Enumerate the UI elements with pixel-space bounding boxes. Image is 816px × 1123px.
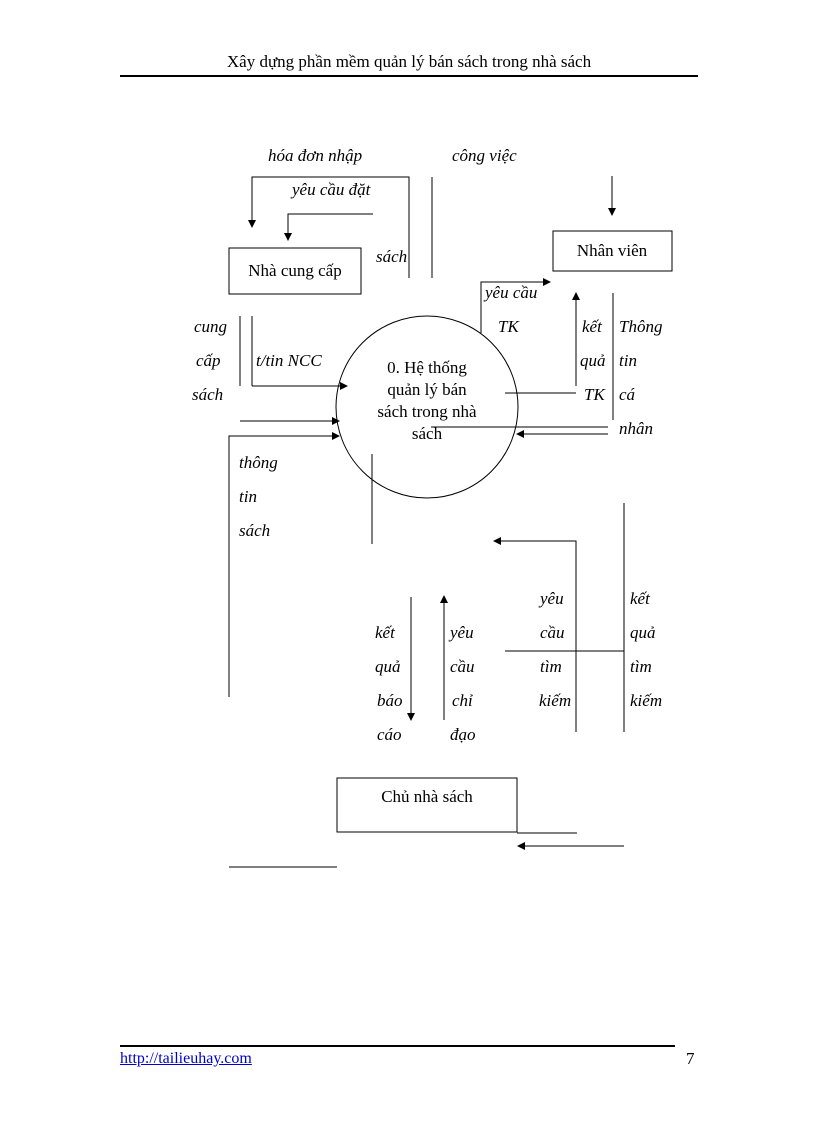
process-label-line-4: sách xyxy=(412,424,443,443)
search-request-label-2: cầu xyxy=(540,623,565,642)
stat-result-label-2: quả xyxy=(580,351,606,370)
report-result-label-4: cáo xyxy=(377,725,402,744)
personal-info-label-4: nhân xyxy=(619,419,653,438)
order-request-label-1: yêu cầu đặt xyxy=(290,180,372,199)
directive-label-3: chỉ xyxy=(452,691,473,710)
process-label-line-3: sách trong nhà xyxy=(377,402,477,421)
directive-label-4: đạo xyxy=(450,725,476,744)
search-request-flow-arrow xyxy=(493,537,577,732)
stat-result-label-1: kết xyxy=(582,317,603,336)
footer-rule xyxy=(120,1045,675,1047)
report-result-label-3: báo xyxy=(377,691,403,710)
search-result-label-2: quả xyxy=(630,623,656,642)
entity-supplier-label: Nhà cung cấp xyxy=(248,261,341,280)
report-result-label-2: quả xyxy=(375,657,401,676)
supply-label-3: sách xyxy=(192,385,223,404)
data-flow-diagram: 0. Hệ thống quản lý bán sách trong nhà s… xyxy=(192,146,673,868)
entity-staff-label: Nhân viên xyxy=(577,241,648,260)
process-circle xyxy=(335,315,519,499)
search-result-label-1: kết xyxy=(630,589,651,608)
order-request-label-2: sách xyxy=(376,247,407,266)
search-result-label-3: tìm xyxy=(630,657,652,676)
report-result-label-1: kết xyxy=(375,623,396,642)
order-request-flow-arrow xyxy=(284,213,373,241)
personal-info-label-1: Thông xyxy=(619,317,662,336)
search-request-label-1: yêu xyxy=(538,589,564,608)
entity-supplier-box xyxy=(228,247,362,295)
supplier-info-label: t/tin NCC xyxy=(256,351,322,370)
job-label: công việc xyxy=(452,146,517,165)
personal-info-label-3: cá xyxy=(619,385,636,404)
stat-request-label-1: yêu cầu xyxy=(483,283,537,302)
book-info-flow-arrow xyxy=(228,432,340,697)
entity-staff-box xyxy=(552,230,673,272)
stat-result-label-3: TK xyxy=(584,385,606,404)
book-info-label-3: sách xyxy=(239,521,270,540)
stat-request-flow-arrow xyxy=(480,278,551,333)
directive-label-2: cầu xyxy=(450,657,475,676)
search-result-label-4: kiếm xyxy=(630,691,662,710)
process-label-line-2: quản lý bán xyxy=(387,380,467,399)
page-header-title: Xây dựng phần mềm quản lý bán sách trong… xyxy=(226,52,592,71)
book-info-label-2: tin xyxy=(239,487,257,506)
entity-owner-label: Chủ nhà sách xyxy=(381,787,473,806)
search-request-label-3: tìm xyxy=(540,657,562,676)
supply-label-1: cung xyxy=(194,317,227,336)
page-number: 7 xyxy=(686,1049,695,1068)
process-label-line-1: 0. Hệ thống xyxy=(387,358,467,377)
invoice-flow-arrow xyxy=(248,176,410,278)
stat-request-label-2: TK xyxy=(498,317,520,336)
personal-info-label-2: tin xyxy=(619,351,637,370)
invoice-label: hóa đơn nhập xyxy=(268,146,362,165)
search-request-label-4: kiếm xyxy=(539,691,571,710)
footer-link[interactable]: http://tailieuhay.com xyxy=(120,1050,252,1067)
header-rule xyxy=(120,75,698,77)
entity-owner-box xyxy=(336,777,518,833)
supply-label-2: cấp xyxy=(196,351,221,370)
directive-label-1: yêu xyxy=(448,623,474,642)
book-info-label-1: thông xyxy=(239,453,278,472)
